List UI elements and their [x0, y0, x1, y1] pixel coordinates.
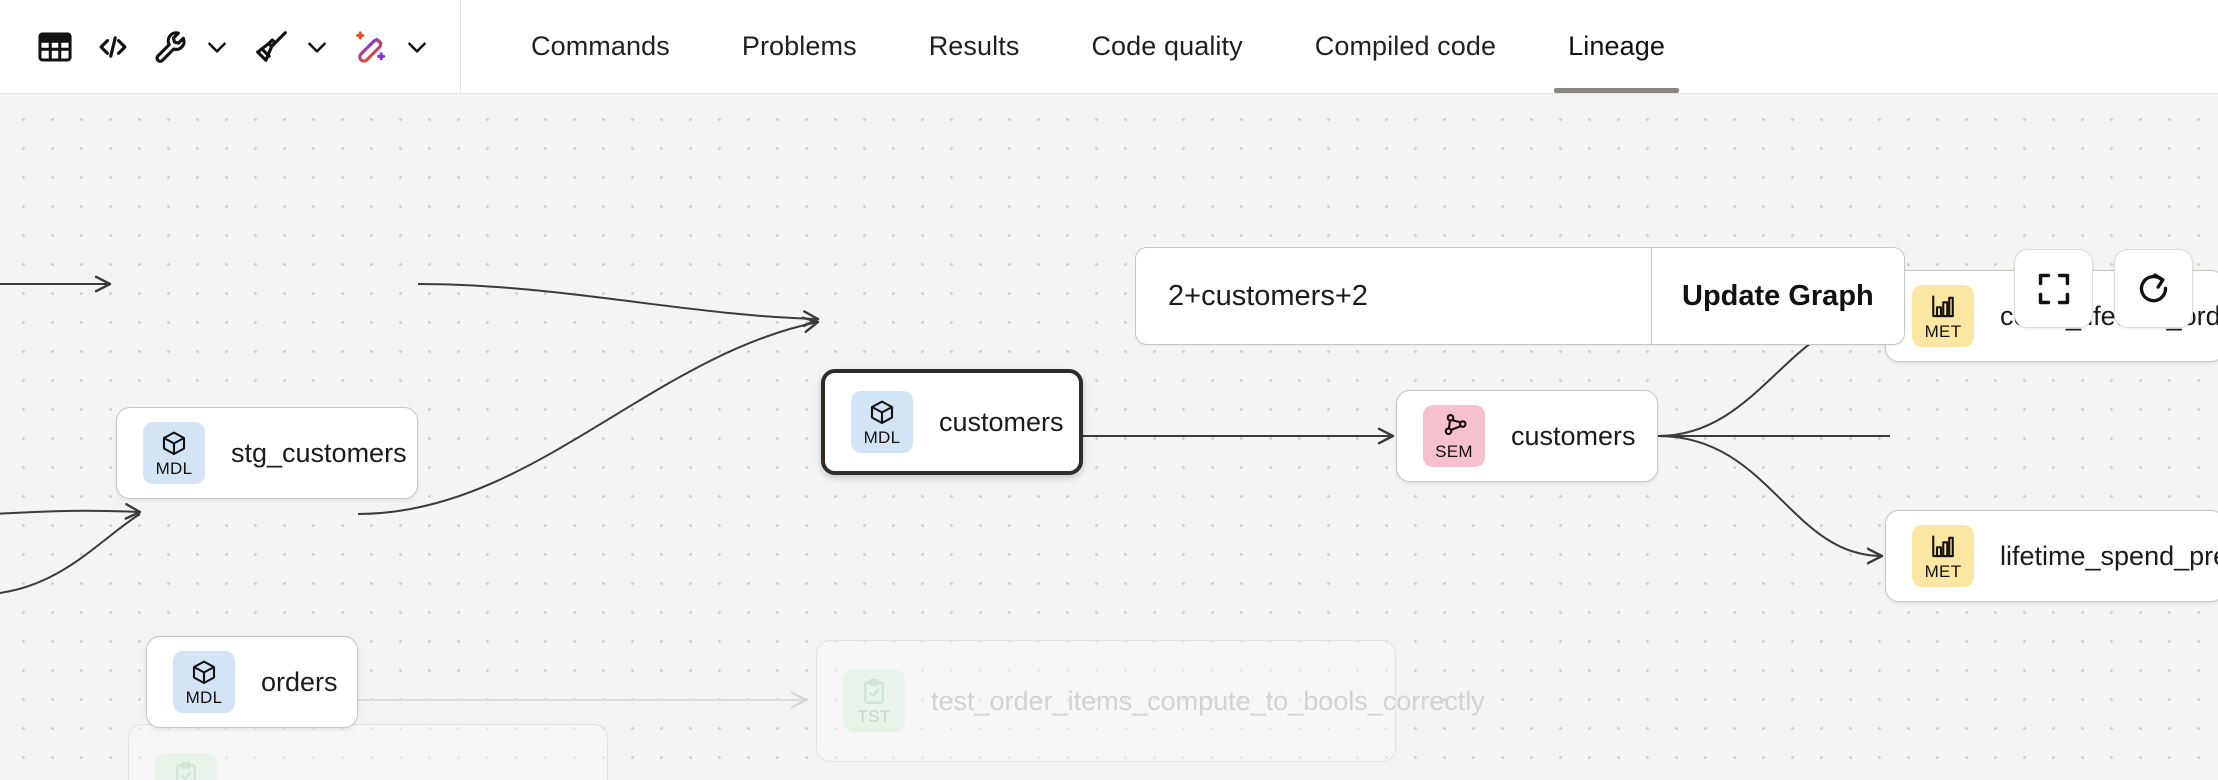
fit-to-screen-button[interactable]: [2014, 249, 2093, 328]
canvas-tool-group: [2014, 249, 2193, 328]
top-toolbar: Commands Problems Results Code quality C…: [0, 0, 2218, 94]
badge-label: MET: [1924, 562, 1962, 581]
met-badge: MET: [1912, 525, 1974, 587]
tst-badge: TST: [155, 753, 217, 780]
graph-control-bar: Update Graph: [1135, 247, 1905, 345]
tab-commands[interactable]: Commands: [531, 31, 670, 61]
mdl-badge: MDL: [851, 391, 913, 453]
sem-badge: SEM: [1423, 405, 1485, 467]
tst-badge: TST: [843, 670, 905, 732]
badge-label: MDL: [155, 459, 193, 478]
node-title: lifetime_spend_pretax: [2000, 541, 2218, 571]
badge-label: TST: [857, 707, 891, 726]
node-title: stg_customers: [231, 438, 407, 468]
tab-results[interactable]: Results: [928, 31, 1020, 61]
broom-icon[interactable]: [242, 18, 300, 76]
lineage-node-customers-semantic[interactable]: SEM customers: [1396, 390, 1658, 482]
tab-code-quality[interactable]: Code quality: [1091, 31, 1243, 61]
code-view-icon[interactable]: [84, 18, 142, 76]
badge-label: MDL: [185, 688, 223, 707]
broom-chevron-down-icon[interactable]: [300, 18, 334, 76]
mdl-badge: MDL: [143, 422, 205, 484]
lineage-node-test-order-items[interactable]: TST test_order_items_compute_to_bools_co…: [816, 640, 1485, 762]
refresh-button[interactable]: [2114, 249, 2193, 328]
met-badge: MET: [1912, 285, 1974, 347]
mdl-badge: MDL: [173, 651, 235, 713]
node-title: customers: [1511, 421, 1636, 451]
wrench-chevron-down-icon[interactable]: [200, 18, 234, 76]
node-title: test_order_items_compute_to_bools_correc…: [931, 686, 1485, 716]
editor-tool-group: [0, 0, 461, 93]
tab-lineage[interactable]: Lineage: [1532, 0, 1701, 93]
badge-label: SEM: [1435, 442, 1473, 461]
tab-problems[interactable]: Problems: [741, 31, 857, 61]
tab-compiled-code[interactable]: Compiled code: [1314, 31, 1497, 61]
table-view-icon[interactable]: [26, 18, 84, 76]
lineage-node-orders[interactable]: MDL orders: [146, 636, 358, 728]
wrench-icon[interactable]: [142, 18, 200, 76]
node-title: customers: [939, 407, 1064, 437]
graph-selector-input[interactable]: [1136, 248, 1651, 344]
badge-label: MET: [1924, 322, 1962, 341]
lineage-node-lifetime-spend-pretax[interactable]: MET lifetime_spend_pretax: [1885, 510, 2218, 602]
update-graph-button[interactable]: Update Graph: [1651, 248, 1904, 344]
lineage-node-customers-model[interactable]: MDL customers: [821, 369, 1083, 475]
lineage-node-partial-bottom[interactable]: TST: [128, 724, 608, 780]
magic-wand-chevron-down-icon[interactable]: [400, 18, 434, 76]
tab-bar: Commands Problems Results Code quality C…: [461, 0, 1701, 93]
badge-label: MDL: [863, 428, 901, 447]
magic-wand-icon[interactable]: [342, 18, 400, 76]
lineage-node-stg-customers[interactable]: MDL stg_customers: [116, 407, 418, 499]
lineage-canvas[interactable]: Update Graph MDL: [0, 94, 2218, 780]
node-title: orders: [261, 667, 338, 697]
